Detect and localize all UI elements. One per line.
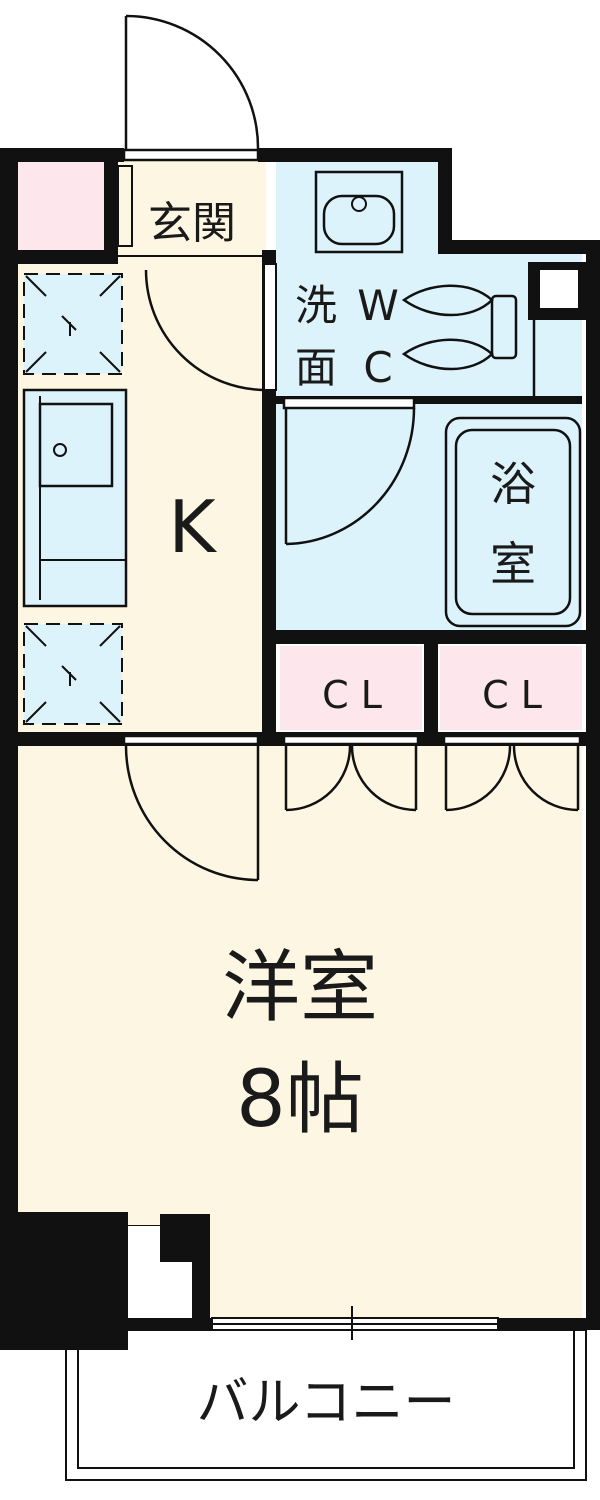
washroom-label-2: 面 xyxy=(295,343,337,392)
closet-2-floor xyxy=(440,646,582,730)
western-room-size: 8帖 xyxy=(236,1055,364,1145)
entrance-floor xyxy=(118,160,266,262)
wash-basin-counter xyxy=(314,170,404,254)
bath-label-2: 室 xyxy=(490,537,536,591)
balcony-inner xyxy=(77,1329,575,1469)
sink-drain-icon xyxy=(53,443,67,457)
washroom-door xyxy=(263,263,277,391)
closet-1-label: C L xyxy=(322,673,382,717)
washroom-label-1: 洗 xyxy=(295,281,337,330)
bathroom-door xyxy=(282,396,416,546)
closet-1-floor xyxy=(280,646,422,730)
western-room-door xyxy=(122,734,260,882)
bathtub-inner xyxy=(454,428,572,616)
basin-faucet-icon xyxy=(351,196,367,212)
bath-label-1: 浴 xyxy=(490,457,536,511)
pipe-shaft-inner xyxy=(540,270,578,308)
storage-box xyxy=(18,160,108,250)
entrance-door xyxy=(122,14,260,162)
wc-label-1: W xyxy=(357,281,399,330)
shoe-box-line xyxy=(117,165,133,247)
closet-2-doors xyxy=(442,734,582,812)
bottom-left-fill-inner xyxy=(128,1226,160,1262)
western-room-label: 洋室 xyxy=(222,943,378,1033)
fridge-space-1-icon xyxy=(25,275,121,373)
bottom-left-fill-inner2 xyxy=(128,1262,192,1318)
toilet-icon xyxy=(401,284,536,396)
bottom-wall-left xyxy=(128,1318,212,1330)
entrance-label: 玄関 xyxy=(148,198,236,249)
closet-1-doors xyxy=(282,734,420,812)
wc-label-2: C xyxy=(363,343,392,392)
closet-2-label: C L xyxy=(482,673,542,717)
fridge-space-2-icon xyxy=(25,625,121,723)
bathtub-outer xyxy=(444,416,582,628)
bathroom-floor xyxy=(276,404,582,630)
kitchen-label: K xyxy=(168,485,217,569)
balcony-label: バルコニー xyxy=(197,1373,456,1433)
bottom-wall-right xyxy=(498,1318,600,1330)
